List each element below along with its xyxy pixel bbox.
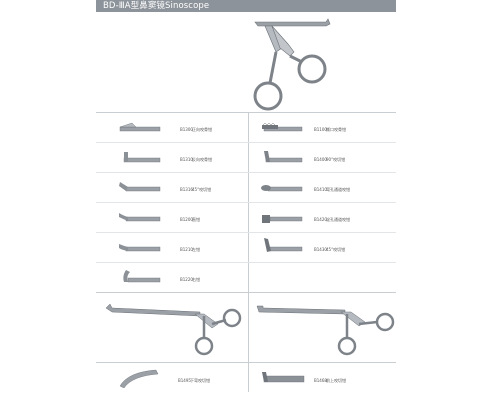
grid-line [96,202,396,203]
forceps-tip-image [119,244,161,252]
item-name: 45°咬切钳 [192,187,212,192]
item-name: 下弯咬切钳 [190,378,210,383]
forceps-tip-image [264,238,303,252]
forceps-tip-image [123,152,161,163]
item-code: B1200 [180,217,193,222]
forceps-tip-image [119,369,159,388]
forceps-tip-image [264,151,303,163]
item-code: B1400 [314,157,327,162]
item-name: 正向咬骨钳 [192,127,212,132]
item-name: 反向咬骨钳 [192,157,212,162]
grid-line [96,232,396,233]
item-name: 前上咬切钳 [326,378,346,383]
item-code: B1420 [314,217,327,222]
item-name: 右钳 [192,277,200,282]
grid-line [248,112,249,392]
item-code: B1310 [180,157,193,162]
forceps-tip-image [119,122,161,132]
forceps-tip-image [123,270,161,283]
item-code: B1100 [314,127,327,132]
forceps-tip-image [119,182,161,192]
forceps-tip-image [261,185,303,192]
forceps-tip-image [262,215,303,223]
item-name: 90°咬切钳 [326,157,346,162]
header-bar [96,0,396,12]
item-code: B1495 [178,378,191,383]
item-name: 45°咬切钳 [326,247,346,252]
item-code: B1220 [180,277,193,282]
item-code: B1316 [180,187,193,192]
forceps-tip-image [262,122,303,132]
item-name: 淀孔通道咬钳 [326,217,350,222]
forceps-tip-image [262,372,305,383]
page-title: BD-ⅢA型鼻窦镜Sinoscope [103,1,210,11]
grid-line [96,292,396,293]
upward-forceps-image [256,305,395,356]
item-code: B1468 [314,378,327,383]
angled-forceps-image [105,303,242,356]
item-name: 弯孔通道咬钳 [326,187,350,192]
forceps-tip-image [119,213,161,222]
grid-line [96,112,396,113]
sinoscope-forceps-image [253,18,331,111]
item-code: B1300 [180,127,193,132]
item-name: 直钳 [192,217,200,222]
item-name: 撕口咬骨钳 [326,127,346,132]
grid-line [96,142,396,143]
grid-line [96,262,396,263]
item-name: 左钳 [192,247,200,252]
item-code: B1210 [180,247,193,252]
grid-line [96,172,396,173]
item-code: B1410 [314,187,327,192]
grid-line [96,362,396,363]
item-code: B1430 [314,247,327,252]
